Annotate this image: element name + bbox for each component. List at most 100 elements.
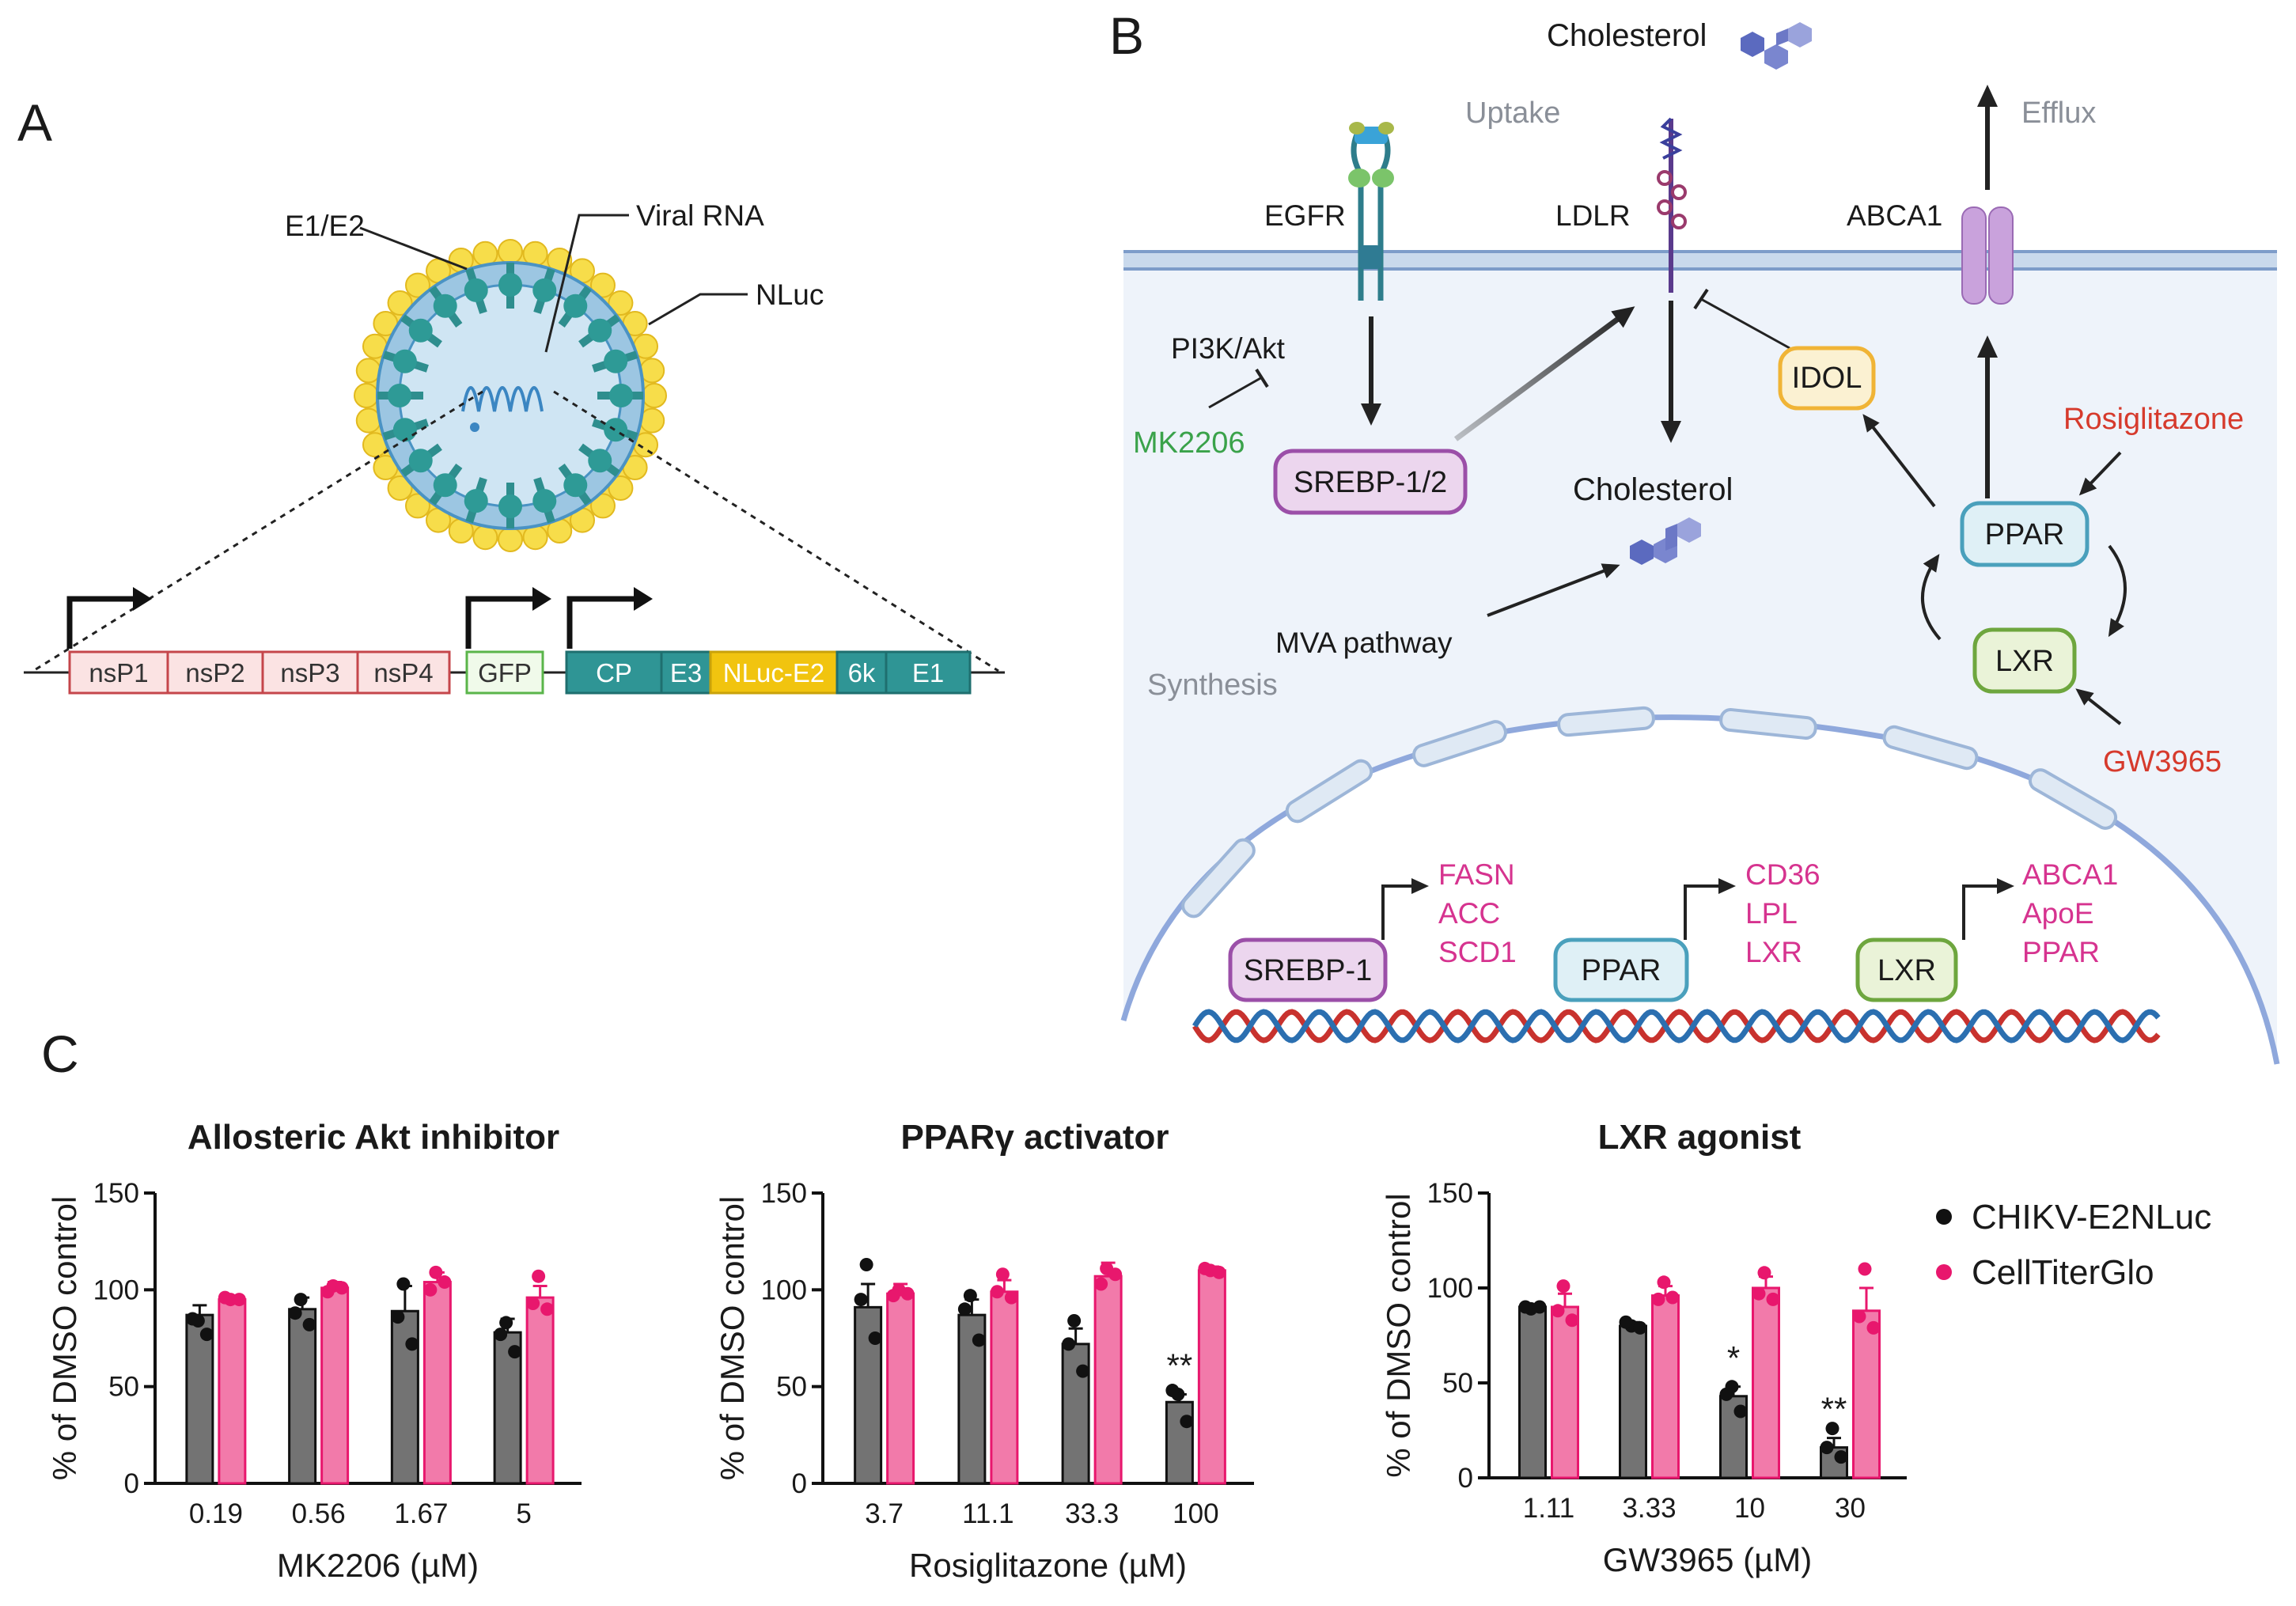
nluc-leader-line (648, 293, 748, 326)
promoter-arrow-3 (566, 587, 653, 649)
virus-bar (1518, 1305, 1547, 1479)
svg-text:nsP4: nsP4 (373, 658, 433, 687)
x-tick-label: 5 (516, 1498, 531, 1529)
y-tick-label: 0 (1458, 1463, 1473, 1494)
lxr-box-cytoplasm: LXR (1972, 627, 2077, 694)
virus-data-point (185, 1312, 199, 1326)
chart-title: PPARγ activator (900, 1118, 1169, 1157)
genome-segment-nsp2: nsP2 (166, 650, 264, 695)
x-tick-label: 11.1 (962, 1498, 1014, 1529)
e1e2-leader-line (359, 226, 468, 271)
x-tick-label: 3.7 (865, 1498, 904, 1529)
genome-segment-cp: CP (565, 650, 663, 695)
virus-bar (1619, 1324, 1647, 1479)
viability-data-point (429, 1265, 443, 1279)
viability-data-point (540, 1302, 555, 1316)
mk2206-inhibition-line (1208, 376, 1263, 409)
cholesterol-top-icon (1741, 22, 1812, 70)
virus-data-point (405, 1337, 419, 1351)
viability-bar (1752, 1286, 1780, 1479)
x-axis-title: Rosiglitazone (µM) (909, 1547, 1187, 1584)
srebp-target-gene: ACC (1438, 897, 1500, 930)
svg-text:CP: CP (596, 658, 632, 687)
dna-double-helix (1192, 1009, 2161, 1044)
y-tick-label: 50 (776, 1372, 807, 1403)
viability-data-point (526, 1296, 540, 1310)
virus-data-point (957, 1302, 972, 1316)
e1e2-spikes (377, 263, 643, 528)
virus-bar (390, 1309, 419, 1485)
x-tick-label: 3.33 (1622, 1493, 1676, 1524)
virus-data-point (1733, 1404, 1748, 1419)
virus-data-point (1619, 1315, 1633, 1329)
viability-bar (1651, 1294, 1680, 1479)
mk2206-label: MK2206 (1133, 426, 1245, 460)
viability-data-point (1657, 1275, 1671, 1290)
svg-text:E1: E1 (912, 658, 944, 687)
legend-virus-marker (1936, 1209, 1952, 1225)
viability-data-point (1665, 1290, 1680, 1305)
svg-text:SREBP-1/2: SREBP-1/2 (1294, 466, 1447, 499)
viability-data-point (1866, 1320, 1881, 1335)
nuclear-pores (1181, 706, 2118, 919)
y-axis-title: % of DMSO control (1380, 1193, 1417, 1477)
viability-data-point (438, 1275, 452, 1290)
virus-data-point (391, 1310, 405, 1324)
svg-text:nsP2: nsP2 (185, 658, 244, 687)
viability-data-point (990, 1285, 1004, 1299)
x-axis-title: GW3965 (µM) (1603, 1541, 1813, 1578)
genome-segment-gfp: GFP (465, 650, 544, 695)
x-tick-label: 1.67 (394, 1498, 448, 1529)
x-tick-label: 1.11 (1523, 1493, 1575, 1524)
virus-data-point (1076, 1364, 1090, 1378)
ldlr-label: LDLR (1555, 199, 1631, 232)
viability-bar (525, 1296, 555, 1485)
svg-text:nsP1: nsP1 (89, 658, 148, 687)
srebp1-transcription-arrow (1381, 878, 1429, 940)
virus-data-point (199, 1328, 214, 1342)
viability-data-point (1556, 1279, 1570, 1294)
virus-bar (1165, 1400, 1194, 1485)
genome-segment-nsp3: nsP3 (261, 650, 359, 695)
viability-data-point (1651, 1292, 1665, 1306)
viability-bar (1551, 1305, 1579, 1479)
viability-data-point (532, 1269, 546, 1283)
y-tick-label: 100 (1427, 1273, 1473, 1304)
viability-data-point (423, 1282, 438, 1297)
svg-text:LXR: LXR (1995, 645, 2054, 678)
panel-label-a: A (17, 93, 52, 152)
panel-label-b: B (1109, 6, 1144, 65)
srebp-target-gene: FASN (1438, 858, 1515, 891)
svg-text:PPAR: PPAR (1985, 518, 2065, 551)
viability-bar (422, 1281, 452, 1485)
viability-data-point (1757, 1266, 1771, 1280)
svg-text:nsP3: nsP3 (280, 658, 339, 687)
idol-inhibition-line (1700, 297, 1790, 350)
virus-data-point (1518, 1300, 1533, 1314)
genome-segment-e1: E1 (885, 650, 972, 695)
viability-data-point (900, 1286, 915, 1301)
y-tick-label: 0 (792, 1468, 807, 1499)
virus-data-point (854, 1293, 868, 1307)
virus-data-point (963, 1289, 977, 1303)
egfr-label: EGFR (1264, 199, 1346, 232)
virus-data-point (396, 1277, 411, 1291)
egfr-receptor-icon (1348, 122, 1394, 301)
svg-text:SREBP-1: SREBP-1 (1244, 954, 1373, 987)
virus-data-point (1719, 1387, 1733, 1401)
significance-marker: * (1727, 1339, 1740, 1377)
viability-data-point (1094, 1277, 1108, 1291)
viral-rna-leader-line (544, 214, 629, 353)
ppar-target-gene: LXR (1745, 936, 1802, 968)
viral-rna-label: Viral RNA (636, 199, 764, 232)
viability-data-point (1004, 1290, 1018, 1305)
panel-label-c: C (41, 1025, 79, 1083)
x-tick-label: 30 (1835, 1493, 1866, 1524)
e1e2-label: E1/E2 (285, 210, 365, 242)
nluc-label: NLuc (756, 278, 824, 311)
efflux-label: Efflux (2021, 97, 2096, 130)
srebp12-box: SREBP-1/2 (1273, 449, 1468, 515)
cholesterol-top-label: Cholesterol (1547, 18, 1707, 53)
